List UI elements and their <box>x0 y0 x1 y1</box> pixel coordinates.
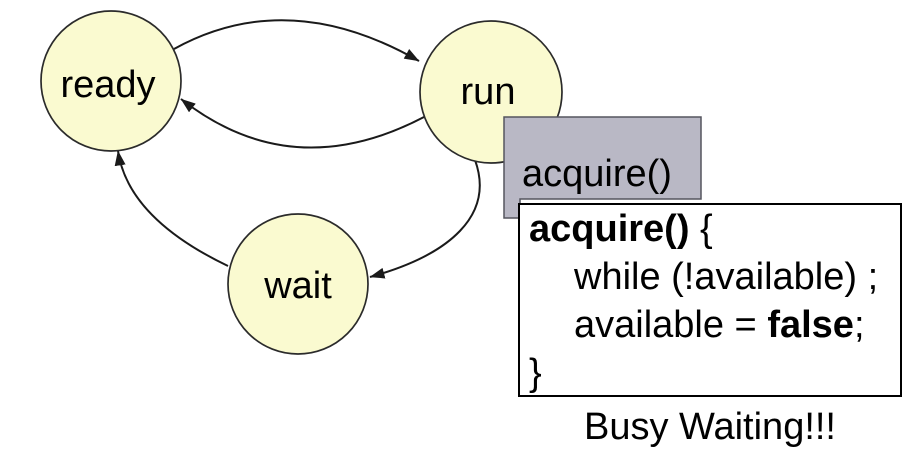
edge-wait-to-ready <box>114 150 229 267</box>
code-line-1: acquire() { <box>529 205 900 253</box>
busy-waiting-caption: Busy Waiting!!! <box>583 406 836 448</box>
state-node-wait <box>227 213 369 355</box>
code-line-3-pre: available = <box>574 304 768 346</box>
code-line-1-rest: { <box>689 208 713 250</box>
edge-run-to-ready <box>180 98 425 149</box>
state-label-ready: ready <box>60 64 155 106</box>
code-line-4: } <box>529 352 542 394</box>
state-label-run: run <box>461 71 516 113</box>
state-node-ready <box>40 10 182 152</box>
acquire-callout-shape <box>503 116 702 219</box>
code-line-2: while (!available) ; <box>574 256 879 298</box>
edge-run-to-wait <box>369 159 481 279</box>
code-acquire-bold: acquire() <box>529 208 690 250</box>
code-line-3-post: ; <box>853 304 865 346</box>
acquire-callout-label: acquire() <box>522 153 672 195</box>
code-line-3: available = false; <box>529 301 900 349</box>
code-box: acquire() { while (!available) ; availab… <box>518 203 902 397</box>
edge-ready-to-run <box>173 19 420 62</box>
state-label-wait: wait <box>263 265 332 307</box>
code-false-bold: false <box>767 304 854 346</box>
